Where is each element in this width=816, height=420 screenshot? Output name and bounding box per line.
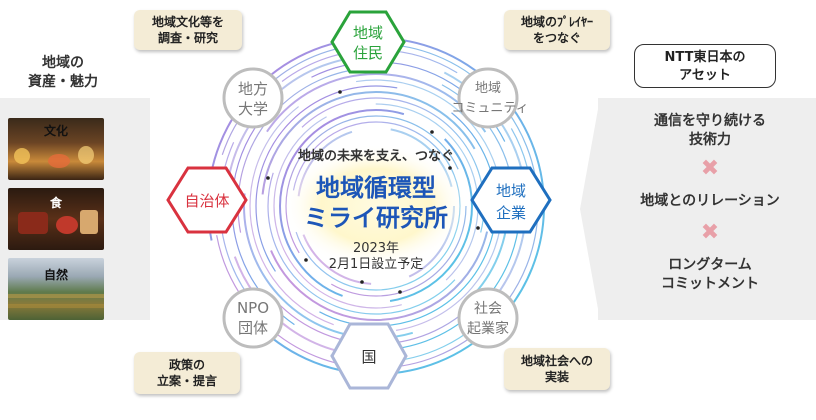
asset-item1-line1: 通信を守り続ける bbox=[612, 112, 808, 131]
circle-university: 地方 大学 bbox=[224, 69, 282, 127]
hex-residents-line1: 地域 bbox=[353, 24, 383, 42]
circle-community-line1: 地域 bbox=[475, 81, 501, 96]
center-name-line2: ミライ研究所 bbox=[304, 204, 448, 232]
hex-residents-line2: 住民 bbox=[353, 44, 383, 62]
asset-item-relation: 地域とのリレーション bbox=[612, 192, 808, 211]
circle-npo: NPO 団体 bbox=[224, 289, 282, 347]
central-diagram: 地域の未来を支え、つなぐ 地域循環型 ミライ研究所 2023年 2月1日設立予定… bbox=[150, 0, 600, 420]
hex-municipality-label: 自治体 bbox=[184, 192, 229, 210]
circle-community-line2: コミュニティ bbox=[451, 101, 528, 116]
hex-companies-line2: 企業 bbox=[496, 204, 526, 222]
hex-companies: 地域 企業 bbox=[472, 168, 550, 232]
asset-item-technology: 通信を守り続ける 技術力 bbox=[612, 112, 808, 150]
circle-npo-line2: 団体 bbox=[238, 319, 268, 337]
asset-item3-line2: コミットメント bbox=[612, 275, 808, 294]
center-date-line1: 2023年 bbox=[353, 241, 399, 256]
hex-companies-line1: 地域 bbox=[496, 182, 526, 200]
center-name-line1: 地域循環型 bbox=[316, 174, 436, 202]
tile-nature: 自然 bbox=[8, 258, 104, 320]
tile-nature-label: 自然 bbox=[40, 268, 72, 282]
circle-entrepreneurs: 社会 起業家 bbox=[459, 289, 517, 347]
center-date-line2: 2月1日設立予定 bbox=[329, 256, 424, 272]
asset-item1-line2: 技術力 bbox=[612, 131, 808, 150]
asset-item3-line1: ロングターム bbox=[612, 256, 808, 275]
ntt-asset-box: NTT東日本の アセット bbox=[634, 44, 776, 88]
center-tagline: 地域の未来を支え、つなぐ bbox=[298, 148, 454, 164]
asset-box-line1: NTT東日本の bbox=[635, 49, 775, 67]
tile-food: 食 bbox=[8, 188, 104, 250]
hex-nation-label: 国 bbox=[361, 348, 376, 366]
left-title: 地域の 資産・魅力 bbox=[8, 54, 118, 92]
cross-icon: ✖ bbox=[690, 156, 730, 181]
hex-nation: 国 bbox=[332, 324, 406, 388]
circle-entrepreneurs-line1: 社会 bbox=[474, 301, 502, 317]
cross-icon: ✖ bbox=[690, 220, 730, 245]
tile-culture: 文化 bbox=[8, 118, 104, 180]
left-title-line1: 地域の bbox=[8, 54, 118, 73]
tile-culture-label: 文化 bbox=[40, 124, 72, 138]
tile-food-label: 食 bbox=[46, 196, 66, 210]
left-title-line2: 資産・魅力 bbox=[8, 73, 118, 92]
circle-npo-line1: NPO bbox=[237, 299, 269, 317]
circle-university-line1: 地方 bbox=[238, 80, 268, 98]
circle-entrepreneurs-line2: 起業家 bbox=[467, 320, 509, 337]
asset-box-line2: アセット bbox=[635, 67, 775, 85]
circle-community: 地域 コミュニティ bbox=[451, 69, 528, 127]
asset-item-commitment: ロングターム コミットメント bbox=[612, 256, 808, 294]
circle-university-line2: 大学 bbox=[238, 100, 268, 118]
